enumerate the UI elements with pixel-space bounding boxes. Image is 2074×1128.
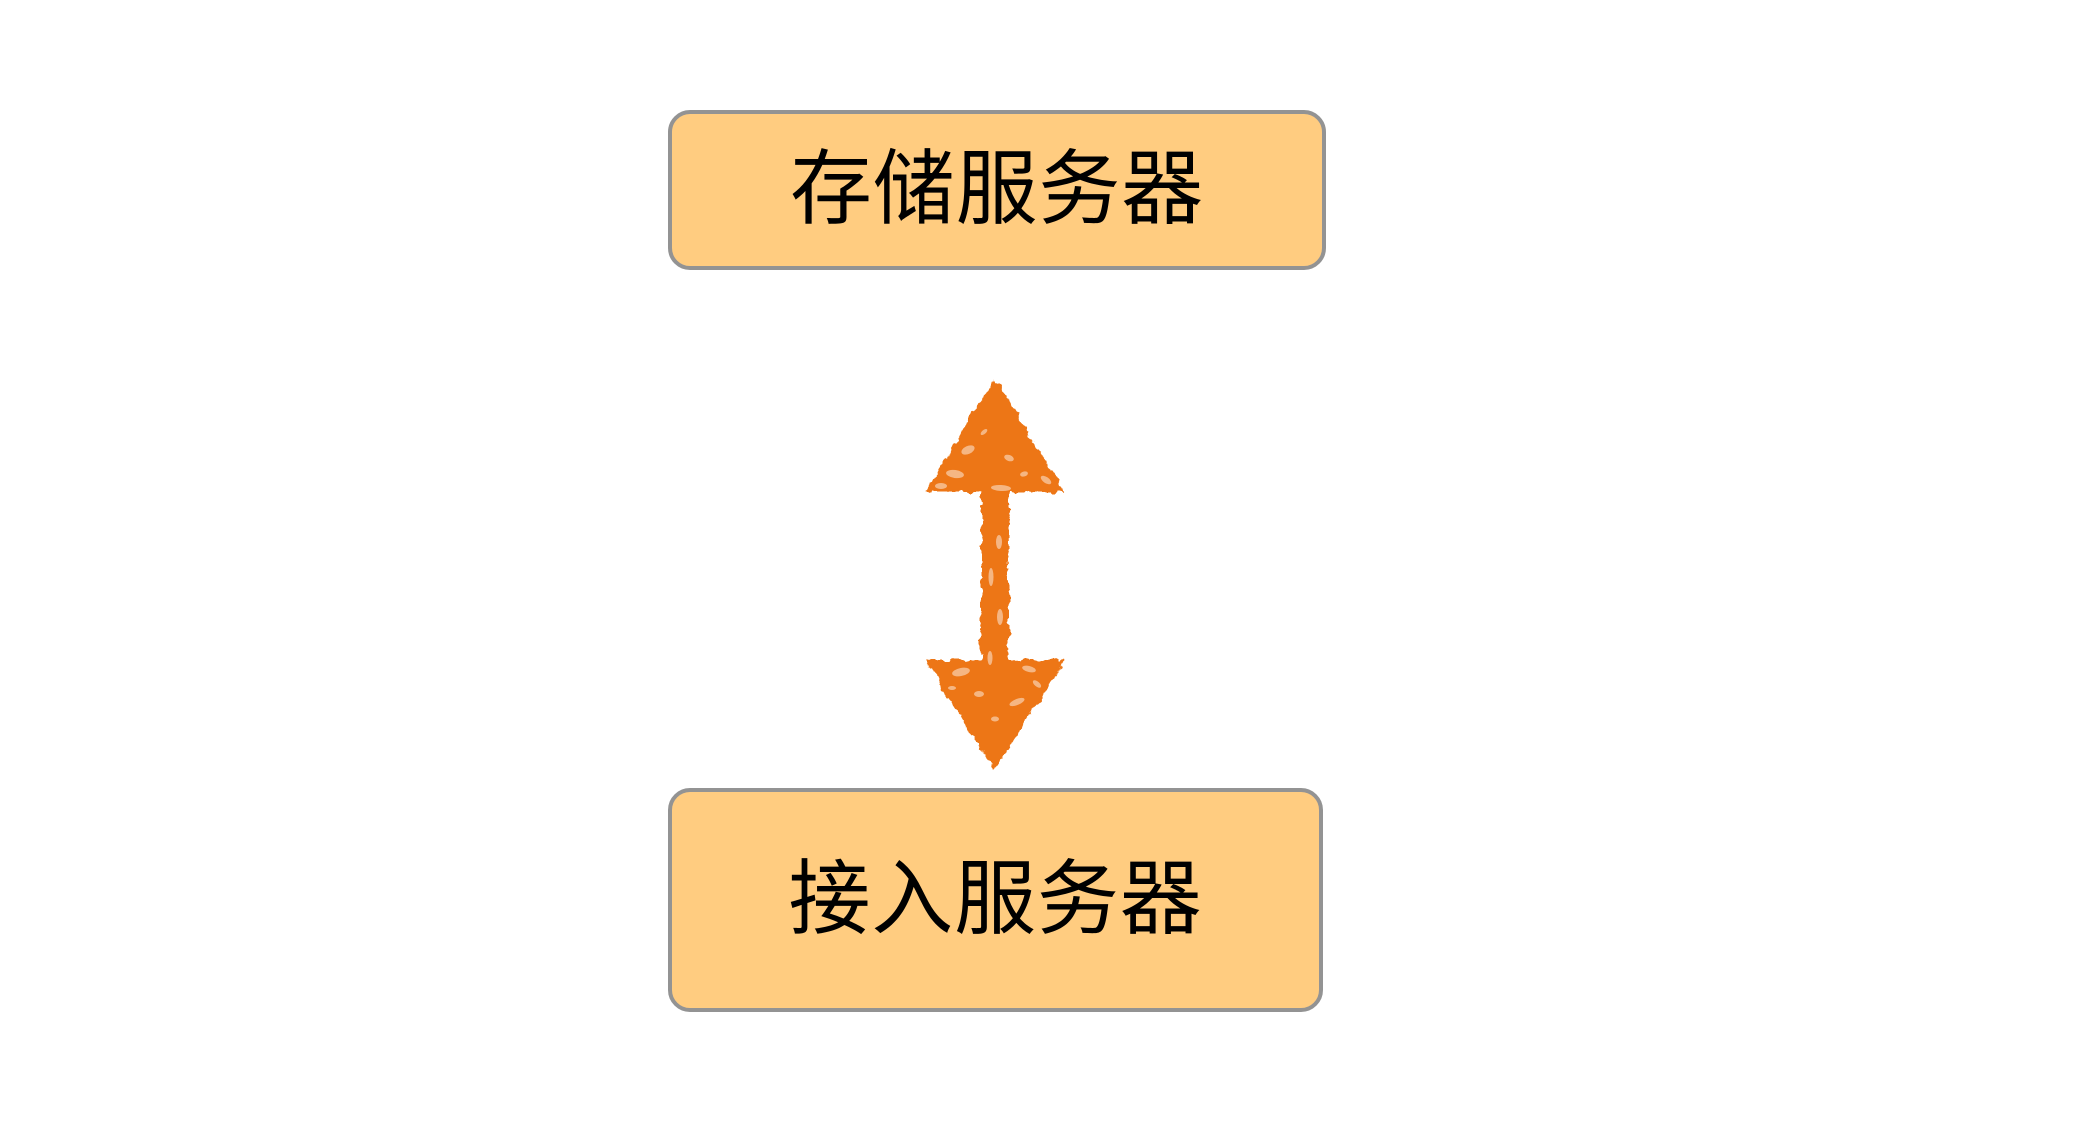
- node-access-server-label: 接入服务器: [788, 852, 1203, 947]
- node-storage-server-label: 存储服务器: [789, 142, 1205, 237]
- node-storage-server[interactable]: 存储服务器: [668, 110, 1326, 270]
- double-headed-arrow-icon[interactable]: [905, 372, 1085, 776]
- node-access-server[interactable]: 接入服务器: [668, 788, 1323, 1012]
